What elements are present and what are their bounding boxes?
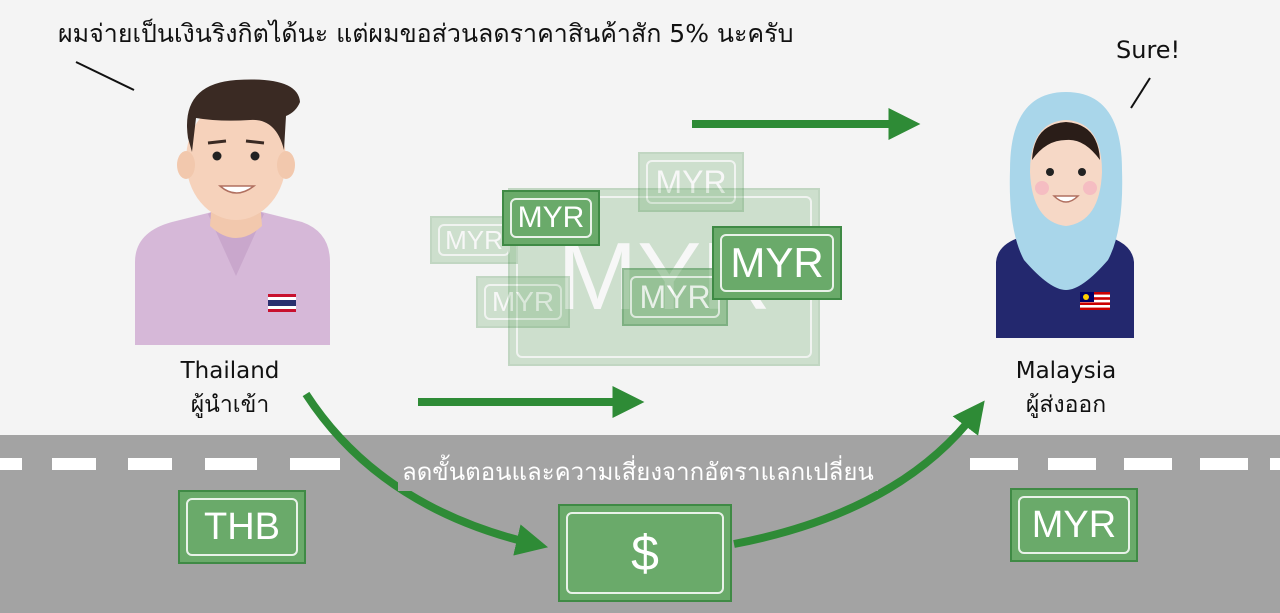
importer-person [135, 79, 330, 345]
myr-bill-faded: MYR [638, 152, 744, 212]
speech-pointer-left [75, 61, 135, 91]
exporter-speech: Sure! [1116, 36, 1181, 64]
myr-bill-road: MYR [1010, 488, 1138, 562]
arrow-curve-up [733, 400, 985, 548]
lane-dash [1270, 458, 1280, 470]
lane-dash [52, 458, 96, 470]
lane-dash [1200, 458, 1248, 470]
myr-bill: MYR [622, 268, 728, 326]
thb-bill: THB [178, 490, 306, 564]
importer-country: Thailand [180, 358, 280, 384]
lane-dash [970, 458, 1018, 470]
dollar-bill: $ [558, 504, 732, 602]
lane-dash [1124, 458, 1172, 470]
myr-bill: MYR [712, 226, 842, 300]
importer-label: Thailand ผู้นำเข้า [160, 354, 300, 422]
malaysia-flag [1080, 292, 1110, 310]
exporter-country: Malaysia [1015, 358, 1117, 384]
myr-bill-faded: MYR [476, 276, 570, 328]
myr-bill: MYR [502, 190, 600, 246]
lane-dash [128, 458, 172, 470]
exporter-person [996, 92, 1134, 338]
lane-dash [290, 458, 340, 470]
importer-speech: ผมจ่ายเป็นเงินริงกิตได้นะ แต่ผมขอส่วนลดร… [58, 19, 794, 48]
importer-role: ผู้นำเข้า [190, 392, 270, 418]
exporter-label: Malaysia ผู้ส่งออก [996, 354, 1136, 422]
speech-pointer-right [1130, 77, 1151, 109]
lane-dash [0, 458, 22, 470]
lane-dash [1048, 458, 1096, 470]
road-caption: ลดขั้นตอนและความเสี่ยงจากอัตราแลกเปลี่ยน [398, 452, 878, 491]
lane-dash [205, 458, 257, 470]
exporter-role: ผู้ส่งออก [1025, 392, 1107, 418]
